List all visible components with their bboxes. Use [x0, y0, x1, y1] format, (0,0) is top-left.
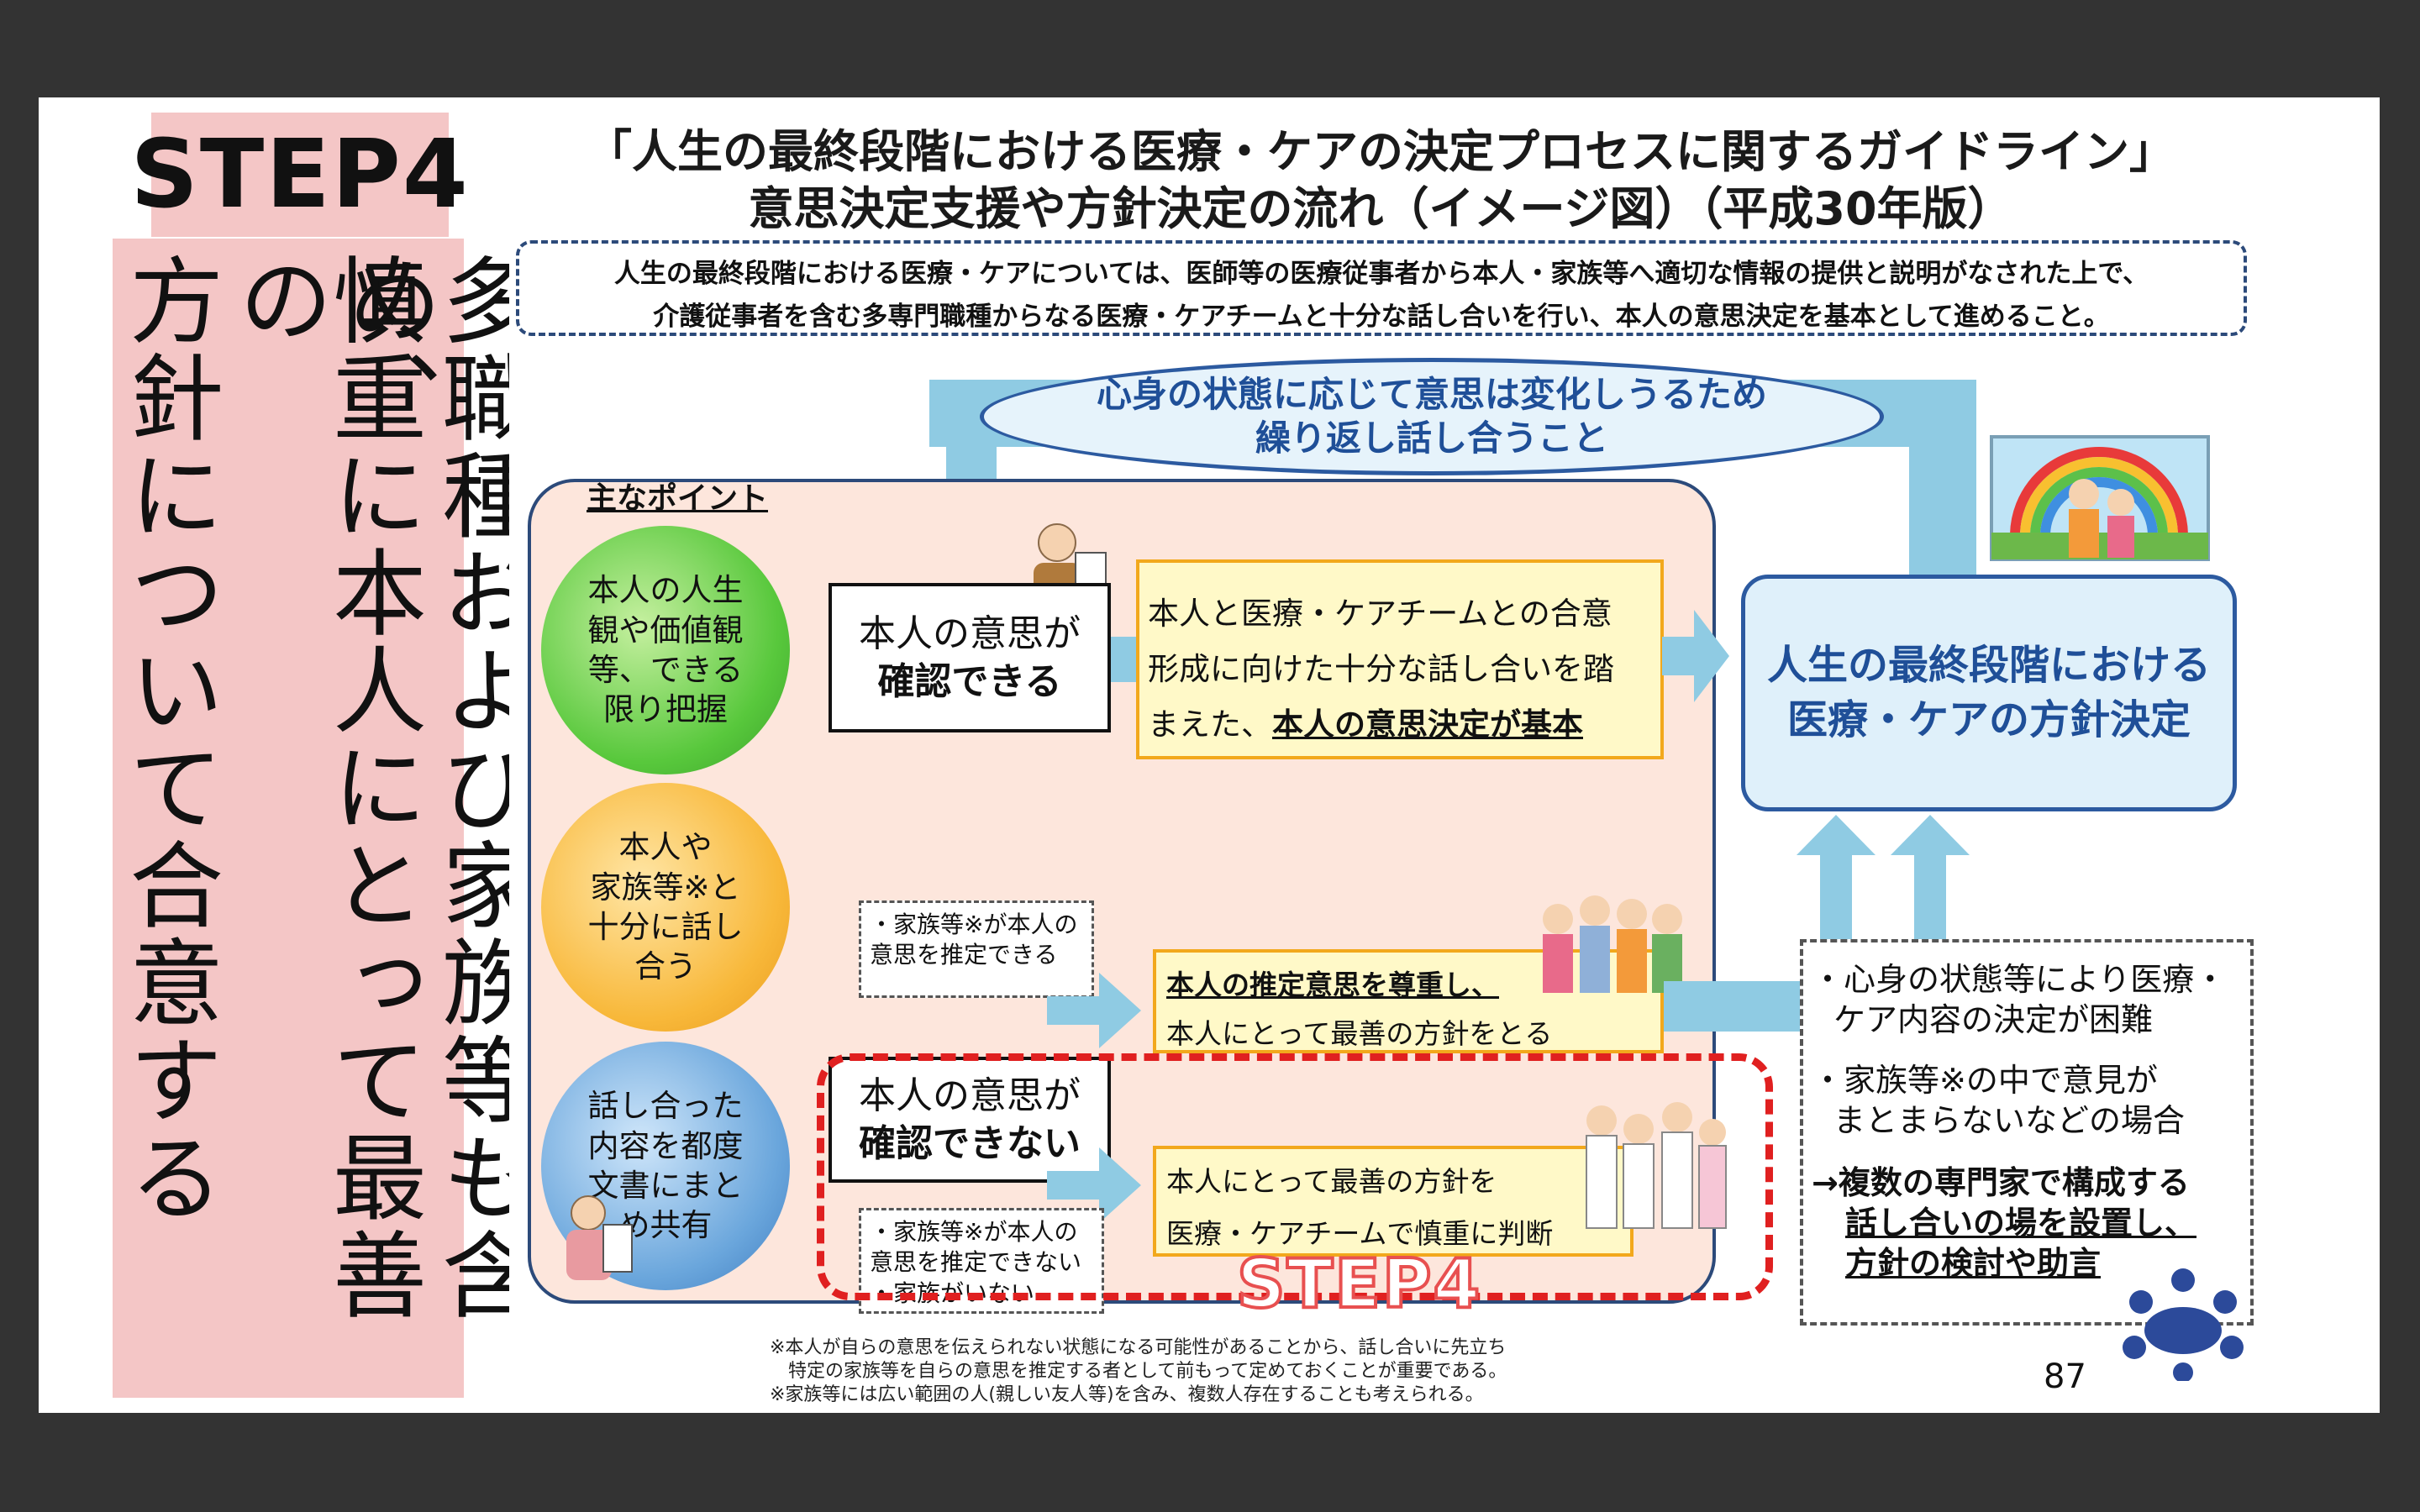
circle1-line: 等、できる: [587, 652, 744, 688]
estimate-no-line: ・家族等※が本人の: [870, 1218, 1078, 1246]
meeting-icon: [2123, 1268, 2244, 1381]
estimate-yes-line: 意思を推定できる: [870, 941, 1058, 969]
consensus-line-2: 形成に向けた十分な話し合いを踏: [1148, 651, 1614, 687]
point-circle-1: 本人の人生 観や価値観 等、できる 限り把握: [541, 526, 790, 774]
note-item-1-line-1: ・心身の状態等により医療・: [1812, 961, 2227, 998]
confirm-no-line-1: 本人の意思が: [859, 1074, 1081, 1117]
circle3-line: 話し合った: [587, 1088, 744, 1125]
note-arrow-line-3: 方針の検討や助言: [1845, 1245, 2102, 1282]
best-policy-box: 本人にとって最善の方針を 医療・ケアチームで慎重に判断: [1153, 1146, 1634, 1257]
intro-line-1: 人生の最終段階における医療・ケアについては、医師等の医療従事者から本人・家族等へ…: [613, 259, 2149, 289]
respect-line-1: 本人の推定意思を尊重し、: [1166, 969, 1499, 1001]
circle3-line: 内容を都度: [587, 1127, 744, 1164]
circle3-line: め共有: [618, 1207, 713, 1244]
step-badge-text: STEP4: [130, 120, 470, 229]
footnote-3: ※家族等には広い範囲の人(親しい友人等)を含み、複数人存在することも考えられる。: [770, 1384, 1484, 1405]
confirm-yes-line-1: 本人の意思が: [859, 612, 1081, 655]
page-number: 87: [2044, 1357, 2086, 1396]
confirm-yes-line-2: 確認できる: [877, 660, 1062, 703]
circle1-line: 観や価値観: [587, 612, 744, 648]
confirm-no-box: 本人の意思が 確認できない: [829, 1057, 1111, 1183]
figure-title-line-1: 「人生の最終段階における医療・ケアの決定プロセスに関するガイドライン」: [587, 125, 2175, 178]
consensus-line-1: 本人と医療・ケアチームとの合意: [1148, 596, 1612, 632]
right-note-box: ・心身の状態等により医療・ ケア内容の決定が困難 ・家族等※の中で意見が まとま…: [1800, 939, 2254, 1326]
step4-highlight-frame: [817, 1053, 1773, 1300]
points-label: 主なポイント: [587, 481, 769, 516]
respect-estimated-box: 本人の推定意思を尊重し、 本人にとって最善の方針をとる: [1153, 949, 1664, 1053]
note-arrow-line-1: →複数の専門家で構成する: [1812, 1164, 2190, 1201]
confirm-no-line-2: 確認できない: [859, 1122, 1081, 1165]
footnote-1: ※本人が自らの意思を伝えられない状態になる可能性があることから、話し合いに先立ち: [770, 1337, 1507, 1358]
loop-text-1: 心身の状態に応じて意思は変化しうるため: [1096, 373, 1767, 415]
guideline-figure: 「人生の最終段階における医療・ケアの決定プロセスに関するガイドライン」 意思決定…: [509, 99, 2254, 1411]
circle2-line: 家族等※と: [590, 869, 741, 906]
arrow-to-respect-icon: [1047, 973, 1141, 1048]
loop-text-2: 繰り返し話し合うこと: [1255, 417, 1608, 459]
up-arrow-icon: [1891, 815, 1970, 939]
final-decision-line-1: 人生の最終段階における: [1766, 642, 2211, 690]
summary-line-3: 方針について合意する: [113, 252, 223, 1226]
intro-box: 人生の最終段階における医療・ケアについては、医師等の医療従事者から本人・家族等へ…: [516, 240, 2247, 336]
note-item-1-line-2: ケア内容の決定が困難: [1833, 1001, 2154, 1038]
circle2-line: 本人や: [618, 829, 713, 866]
up-arrow-icon: [1797, 815, 1876, 939]
step-badge: STEP4: [130, 113, 468, 237]
respect-line-2: 本人にとって最善の方針をとる: [1166, 1017, 1553, 1050]
point-circle-2: 本人や 家族等※と 十分に話し 合う: [541, 783, 790, 1032]
best-policy-line-2: 医療・ケアチームで慎重に判断: [1166, 1217, 1554, 1250]
arrow-to-best-policy-icon: [1047, 1147, 1141, 1223]
arrow-to-final-icon: [1662, 610, 1729, 702]
vertical-summary-box: 多職種および家族等も含め、 慎重に本人にとって最善の 方針について合意する: [113, 239, 535, 1398]
consensus-line-3a: まえた、: [1148, 706, 1272, 743]
circle1-line: 本人の人生: [587, 572, 744, 609]
footnote-2: 特定の家族等を自らの意思を推定する者として前もって定めておくことが重要である。: [788, 1361, 1507, 1382]
estimate-no-line: 意思を推定できない: [870, 1248, 1082, 1277]
loop-arrow-right: [1909, 380, 1976, 578]
family-group-illustration: [1543, 895, 1682, 993]
note-item-2-line-1: ・家族等※の中で意見が: [1812, 1062, 2158, 1099]
summary-line-2: 慎重に本人にとって最善の: [223, 252, 426, 1324]
circle3-line: 文書にまと: [587, 1168, 744, 1204]
intro-line-2: 介護従事者を含む多専門職種からなる医療・ケアチームと十分な話し合いを行い、本人の…: [653, 302, 2110, 332]
final-decision-box: 人生の最終段階における 医療・ケアの方針決定: [1741, 575, 2237, 811]
medical-team-illustration: [1586, 1102, 1727, 1229]
arrow-to-right-note: [1664, 981, 1803, 1032]
estimate-yes-line: ・家族等※が本人の: [870, 911, 1078, 938]
confirm-yes-box: 本人の意思が 確認できる: [829, 583, 1111, 732]
figure-title-line-2: 意思決定支援や方針決定の流れ（イメージ図）（平成30年版）: [748, 182, 2013, 235]
consensus-emphasis: 本人の意思決定が基本: [1272, 706, 1583, 743]
consensus-box: 本人と医療・ケアチームとの合意 形成に向けた十分な話し合いを踏 まえた、本人の意…: [1136, 559, 1664, 759]
elderly-woman-icon: [566, 1195, 633, 1280]
family-window-illustration: [1990, 435, 2210, 561]
circle1-line: 限り把握: [603, 691, 728, 728]
circle2-line: 合う: [634, 948, 697, 985]
estimate-yes-box: ・家族等※が本人の 意思を推定できる: [859, 900, 1094, 998]
final-decision-line-2: 医療・ケアの方針決定: [1786, 696, 2191, 743]
circle2-line: 十分に話し: [587, 909, 744, 945]
step4-label: STEP4: [1235, 1243, 1482, 1325]
note-arrow-line-2: 話し合いの場を設置し、: [1845, 1205, 2197, 1242]
best-policy-line-1: 本人にとって最善の方針を: [1166, 1165, 1497, 1198]
note-item-2-line-2: まとまらないなどの場合: [1833, 1102, 2186, 1139]
loop-ellipse: 心身の状態に応じて意思は変化しうるため 繰り返し話し合うこと: [980, 358, 1884, 475]
